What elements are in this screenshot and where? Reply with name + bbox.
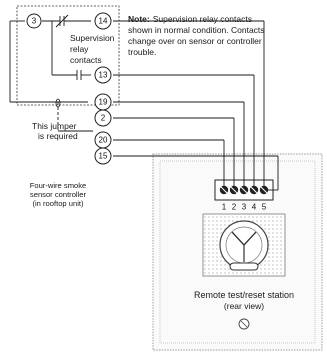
screw-5 [259, 185, 269, 195]
station-terminal-1: 1 [222, 203, 227, 212]
station-caption-line-1: Remote test/reset station [194, 290, 294, 300]
screw-3 [239, 185, 249, 195]
controller-terminal-20: 20 [94, 131, 112, 149]
controller-terminal-19: 19 [94, 93, 112, 111]
controller-caption-line-3: (in rooftop unit) [32, 199, 84, 208]
controller-terminal-2: 2 [94, 109, 112, 127]
svg-text:15: 15 [99, 152, 108, 161]
relay-label-line-3: contacts [70, 55, 102, 65]
jumper-label-line-1: This jumper [32, 121, 77, 131]
svg-text:2: 2 [101, 114, 106, 123]
station-terminal-2: 2 [232, 203, 237, 212]
wires [9, 14, 279, 191]
svg-text:13: 13 [99, 71, 108, 80]
screw-4 [249, 185, 259, 195]
svg-text:14: 14 [99, 17, 108, 26]
jumper-label-line-2: is required [38, 131, 78, 141]
screw-1 [219, 185, 229, 195]
station-terminal-5: 5 [262, 203, 267, 212]
controller-terminal-13: 13 [94, 66, 112, 84]
svg-text:20: 20 [99, 136, 108, 145]
note-label: Note: [128, 14, 150, 24]
note-line-2: shown in normal condition. Contacts [128, 25, 265, 35]
note-line-4: trouble. [128, 47, 156, 57]
controller-terminal-3: 3 [26, 13, 42, 29]
svg-text:3: 3 [32, 17, 37, 26]
terminal-screws [219, 185, 269, 195]
station-caption-line-2: (rear view) [224, 301, 264, 311]
screw-2 [229, 185, 239, 195]
station-terminal-3: 3 [242, 203, 247, 212]
station-plate-inner [159, 160, 316, 344]
controller-caption-line-1: Four-wire smoke [30, 181, 87, 190]
svg-text:19: 19 [99, 98, 108, 107]
controller-caption-line-2: sensor controller [30, 190, 87, 199]
note-line-3: change over on sensor or controller [128, 36, 262, 46]
note-text-1: Supervision relay contacts [153, 14, 252, 24]
controller-enclosure [16, 5, 120, 106]
relay-label-line-2: relay [70, 44, 89, 54]
station-terminal-4: 4 [252, 203, 257, 212]
relay-label-line-1: Supervision [70, 33, 115, 43]
key-slot [229, 262, 259, 271]
controller-terminal-15: 15 [94, 147, 112, 165]
note-line-1: Note:Supervision relay contacts [128, 14, 252, 24]
controller-terminal-14: 14 [94, 12, 112, 30]
